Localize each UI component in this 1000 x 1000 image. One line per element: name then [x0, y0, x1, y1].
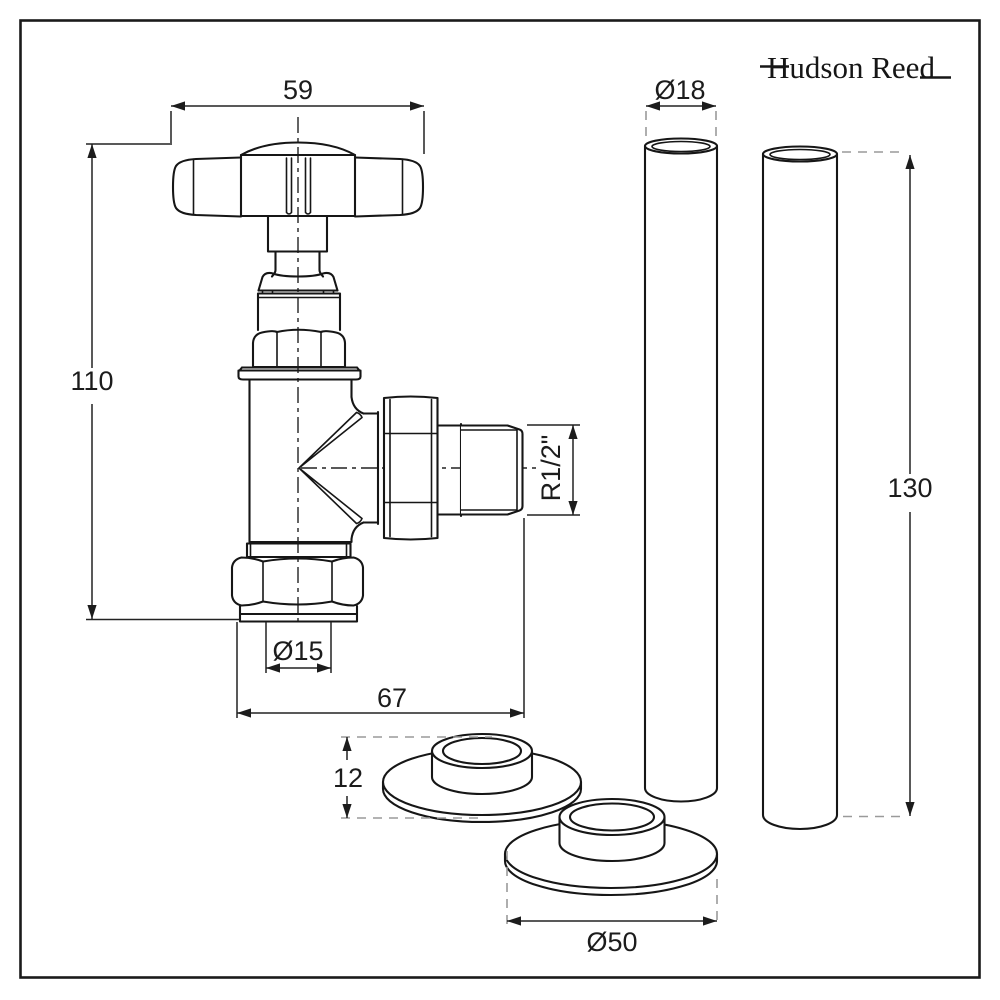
dimension-projection: 67: [236, 518, 525, 718]
valve-side-outlet: [382, 395, 524, 541]
valve-tail-nut: [230, 542, 365, 623]
dim-label-handle-width: 59: [283, 75, 313, 105]
valve-bonnet: [237, 214, 362, 381]
dimension-tail-diameter: Ø15: [265, 622, 332, 673]
valve-handle: [171, 141, 425, 218]
dimension-pipe-length: 130: [842, 151, 933, 818]
radiator-valve: [171, 117, 540, 625]
pipe-collar-right: [503, 797, 719, 897]
brand-logo: Hudson Reed: [760, 50, 951, 85]
dimension-pipe-diameter: Ø18: [645, 75, 717, 140]
pipe-left: [643, 137, 719, 803]
dim-label-pipe-length: 130: [887, 473, 932, 503]
dimension-overall-height: 110: [70, 143, 240, 621]
pipe-right: [761, 145, 839, 831]
dim-label-overall-height: 110: [70, 366, 113, 396]
valve-body: [248, 378, 380, 544]
dim-label-collar-height: 12: [333, 763, 363, 793]
dimension-collar-height: 12: [333, 736, 492, 819]
pipe-collar-left: [381, 732, 583, 824]
dim-label-tail-diameter: Ø15: [272, 636, 323, 666]
dim-label-outlet-thread: R1/2": [536, 435, 566, 502]
dimension-handle-width: 59: [170, 75, 425, 154]
dimension-outlet-thread: R1/2": [527, 424, 580, 516]
brand-name: Hudson Reed: [767, 50, 935, 85]
dim-label-collar-diameter: Ø50: [586, 927, 637, 957]
dimension-collar-diameter: Ø50: [506, 851, 718, 957]
dim-label-pipe-diameter: Ø18: [654, 75, 705, 105]
dim-label-projection: 67: [377, 683, 407, 713]
